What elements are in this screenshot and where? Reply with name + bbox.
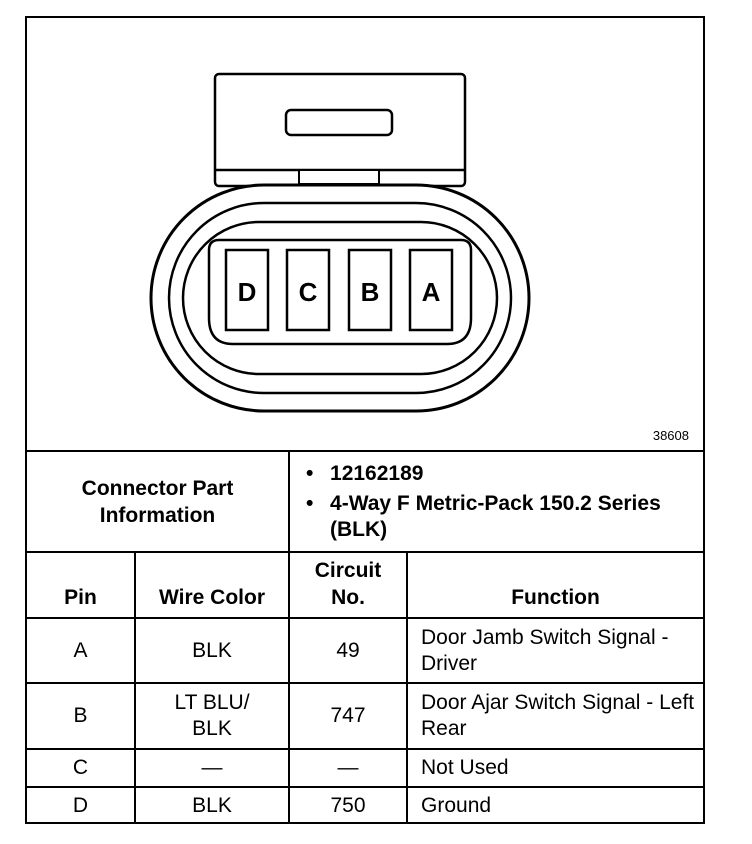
table-row: B LT BLU/ BLK 747 Door Ajar Switch Signa… [27, 682, 704, 750]
connector-description: 4-Way F Metric-Pack 150.2 Series (BLK) [306, 491, 703, 543]
table-row: C — — Not Used [27, 748, 704, 788]
diagram-frame: D C B A 38608 Connector Part Information… [25, 16, 705, 824]
pin-cavity-d [224, 248, 270, 332]
wire-color-cell: — [133, 748, 291, 788]
table-row: D BLK 750 Ground [27, 786, 704, 824]
pin-cell: D [27, 786, 136, 824]
pin-cavity-c [285, 248, 331, 332]
function-cell: Not Used [406, 748, 704, 788]
wire-color-cell: BLK [133, 617, 291, 684]
circuit-cell: 49 [288, 617, 409, 684]
table-header-row: Pin Wire Color Circuit No. Function [27, 551, 704, 619]
pin-label-b: B [361, 277, 380, 307]
pin-cavity-b [347, 248, 393, 332]
part-number: 12162189 [306, 461, 703, 487]
latch-tab [284, 108, 394, 137]
wire-color-cell: BLK [133, 786, 291, 824]
header-wire-color: Wire Color [133, 551, 291, 619]
header-circuit: Circuit No. [288, 551, 409, 619]
function-cell: Ground [406, 786, 704, 824]
figure-id: 38608 [652, 428, 689, 443]
function-cell: Door Jamb Switch Signal - Driver [406, 617, 704, 684]
connector-info-label: Connector Part Information [27, 452, 291, 553]
wire-color-cell: LT BLU/ BLK [133, 682, 291, 750]
pin-cell: C [27, 748, 136, 788]
pin-label-c: C [299, 277, 318, 307]
connector-info-details: 12162189 4-Way F Metric-Pack 150.2 Serie… [288, 452, 704, 553]
pin-label-d: D [238, 277, 257, 307]
pin-cell: A [27, 617, 136, 684]
connector-info-row: Connector Part Information 12162189 4-Wa… [27, 452, 704, 553]
header-function: Function [406, 551, 704, 619]
connector-figure: D C B A 38608 [27, 18, 703, 452]
table-row: A BLK 49 Door Jamb Switch Signal - Drive… [27, 617, 704, 684]
connector-drawing: D C B A [149, 72, 531, 413]
pin-cell: B [27, 682, 136, 750]
latch-ridge [298, 169, 380, 185]
pinout-table: Connector Part Information 12162189 4-Wa… [27, 452, 704, 824]
circuit-cell: — [288, 748, 409, 788]
pin-label-a: A [422, 277, 441, 307]
function-cell: Door Ajar Switch Signal - Left Rear [406, 682, 704, 750]
pin-cavity-a [408, 248, 454, 332]
circuit-cell: 750 [288, 786, 409, 824]
circuit-cell: 747 [288, 682, 409, 750]
cavity-outline [207, 238, 473, 346]
header-pin: Pin [27, 551, 136, 619]
